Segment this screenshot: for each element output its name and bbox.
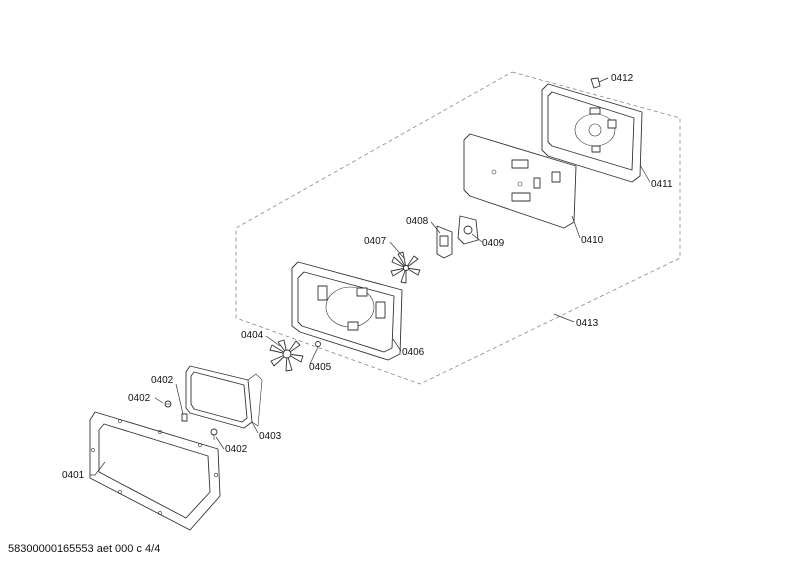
leader-lines xyxy=(90,77,651,476)
label-0404: 0404 xyxy=(241,330,264,341)
label-0402b: 0402 xyxy=(151,375,174,386)
screw-0402b xyxy=(181,413,188,422)
label-0410: 0410 xyxy=(581,235,604,246)
screw-0402c xyxy=(210,428,218,440)
label-0409: 0409 xyxy=(482,238,505,249)
rear-panel-0411 xyxy=(541,83,643,183)
label-0403: 0403 xyxy=(259,431,282,442)
screw-0402a xyxy=(164,400,172,408)
nut-0405 xyxy=(315,341,321,347)
motor-bracket-0408 xyxy=(436,225,453,259)
convection-fan-0407 xyxy=(390,251,421,284)
label-0412: 0412 xyxy=(611,73,634,84)
clip-0412 xyxy=(590,77,601,89)
label-0406: 0406 xyxy=(402,347,425,358)
label-0402a: 0402 xyxy=(128,393,151,404)
label-0405: 0405 xyxy=(309,362,332,373)
label-0402c: 0402 xyxy=(225,444,248,455)
document-id-footer: 58300000165553 aet 000 c 4/4 xyxy=(8,543,161,555)
assembly-boundary xyxy=(235,71,681,385)
label-0407: 0407 xyxy=(364,236,387,247)
label-0401: 0401 xyxy=(62,470,85,481)
label-0408: 0408 xyxy=(406,216,429,227)
label-0413: 0413 xyxy=(576,318,599,329)
fan-blade-0404 xyxy=(269,339,304,372)
motor-0409 xyxy=(457,215,479,245)
fan-cover-0406 xyxy=(291,261,403,361)
heating-element-0403 xyxy=(185,365,263,429)
label-0411: 0411 xyxy=(651,179,673,190)
front-frame-0401 xyxy=(89,411,221,531)
rear-plate-0410 xyxy=(463,133,577,229)
